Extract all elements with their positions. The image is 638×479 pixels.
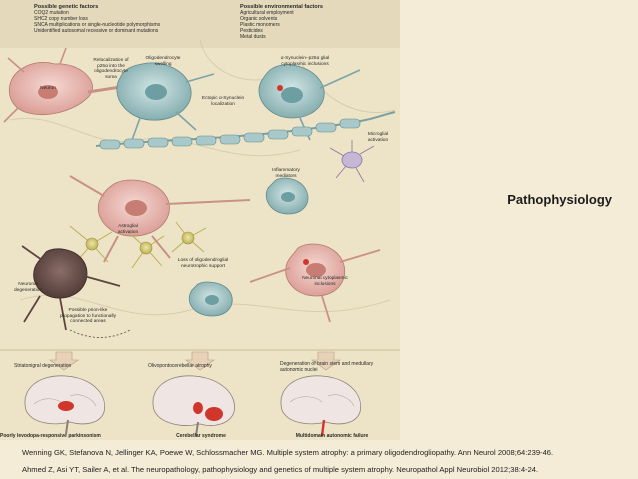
- relocalization-label: Relocalization of p25α into the oligoden…: [93, 58, 129, 80]
- genetic-factor-item: COQ2 mutation: [34, 10, 69, 16]
- outcome-region-label: Striatonigral degeneration: [14, 363, 72, 369]
- myelinated-axon: [95, 111, 396, 150]
- genetic-factor-item: SNCA multiplications or single-nucleotid…: [34, 22, 161, 28]
- brain-striatonigral: [24, 375, 106, 435]
- ectopic-synuclein-label: Ectopic α-Synuclein localization: [201, 96, 245, 107]
- environmental-factor-item: Pesticides: [240, 28, 263, 34]
- neuron-label: Neuron: [40, 86, 56, 91]
- reference-2: Ahmed Z, Asi YT, Sailer A, et al. The ne…: [22, 465, 539, 474]
- genetic-factors-heading: Possible genetic factors: [34, 4, 99, 10]
- outcome-region-label: Degeneration of brain stem and medullary…: [280, 361, 374, 373]
- inflammatory-cell: [265, 177, 309, 215]
- environmental-factors-heading: Possible environmental factors: [240, 4, 323, 10]
- outcome-syndrome-label: Multidomain autonomic failure: [295, 433, 369, 439]
- microglia-cell: [329, 140, 375, 183]
- neuron-cell: [3, 47, 141, 123]
- slide-title: Pathophysiology: [507, 192, 612, 207]
- environmental-factor-item: Plastic monomers: [240, 22, 280, 28]
- gci-label: α-Synuclein–p25α glial cytoplasmic inclu…: [280, 56, 330, 67]
- genetic-factor-item: Unidentified autosomal recessive or domi…: [34, 28, 159, 34]
- oligodendrocyte-swelling-label: Oligodendrocyte swelling: [145, 56, 181, 67]
- gci-oligodendrocyte-cell: [258, 64, 361, 141]
- outcome-region-label: Olivopontocerebellar atrophy: [148, 363, 212, 369]
- oligodendrocyte-loss-cell: [188, 281, 233, 317]
- outcome-arrows: [49, 351, 341, 371]
- outcome-syndrome-label: Cerebellar syndrome: [176, 433, 226, 439]
- reference-1: Wenning GK, Stefanova N, Jellinger KA, P…: [22, 448, 554, 457]
- brain-brainstem: [280, 375, 362, 437]
- outcome-syndrome-label: Poorly levodopa-responsive parkinsonism: [0, 433, 101, 439]
- environmental-factor-item: Agricultural employment: [240, 10, 294, 16]
- prion-propagation-label: Possible prion-like propagation to funct…: [59, 308, 116, 325]
- astroglia-cluster: [69, 221, 207, 269]
- genetic-factor-item: SHC2 copy number loss: [34, 16, 88, 22]
- microglial-activation-label: Microglial activation: [367, 132, 389, 143]
- figure-illustration: [0, 0, 400, 437]
- oligodendrocyte-cell: [116, 62, 215, 141]
- propagation-arrow: [69, 329, 131, 338]
- pathophysiology-figure: Possible genetic factors COQ2 mutation S…: [0, 0, 400, 440]
- astroglial-activation-label: Astroglial activation: [117, 224, 139, 235]
- brain-olivopontocerebellar: [152, 375, 235, 437]
- neuronal-degeneration-label: Neuronal degeneration: [13, 282, 42, 293]
- inclusion-neuron-cell: [249, 243, 381, 323]
- central-neuron-cell: [69, 175, 251, 263]
- degenerating-neuron-cell: [21, 245, 121, 331]
- environmental-factor-item: Organic solvents: [240, 16, 278, 22]
- inflammatory-mediators-label: Inflammatory mediators: [272, 168, 300, 179]
- environmental-factor-item: Metal dusts: [240, 34, 266, 40]
- neuronal-inclusions-label: Neuronal cytoplasmic inclusions: [302, 276, 348, 287]
- loss-support-label: Loss of oligodendroglial neurotrophic su…: [177, 258, 229, 269]
